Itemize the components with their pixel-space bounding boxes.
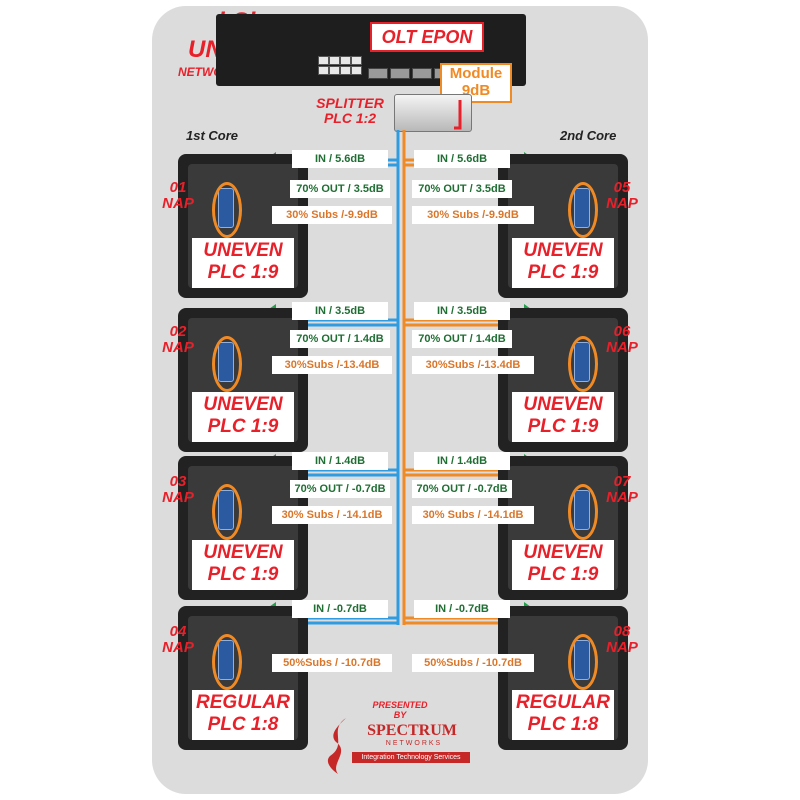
- in-loss-label: IN / 5.6dB: [292, 150, 388, 168]
- subs-highlight-oval: [212, 634, 242, 690]
- by-text: BY: [350, 710, 450, 720]
- subs-loss-label: 50%Subs / -10.7dB: [272, 654, 392, 672]
- nap-label: NAP: [602, 490, 642, 506]
- plc-ratio: PLC 1:9: [192, 564, 294, 586]
- nap-name-08: 08NAP: [602, 624, 642, 656]
- plc-ratio: PLC 1:9: [192, 262, 294, 284]
- subs-loss-label: 30% Subs /-9.9dB: [412, 206, 534, 224]
- out-loss-label: 70% OUT / 3.5dB: [412, 180, 512, 198]
- out-loss-label: 70% OUT / 1.4dB: [290, 330, 390, 348]
- in-loss-label: IN / -0.7dB: [414, 600, 510, 618]
- nap-number: 01: [158, 180, 198, 196]
- nap-plc-type: REGULARPLC 1:8: [512, 690, 614, 740]
- nap-number: 02: [158, 324, 198, 340]
- subs-loss-label: 30%Subs /-13.4dB: [272, 356, 392, 374]
- subs-highlight-oval: [568, 182, 598, 238]
- out-loss-label: 70% OUT / -0.7dB: [412, 480, 512, 498]
- company-name: SPECTRUM: [342, 722, 482, 740]
- plc-kind: UNEVEN: [512, 240, 614, 262]
- in-loss-label: IN / 1.4dB: [414, 452, 510, 470]
- nap-plc-type: UNEVENPLC 1:9: [512, 392, 614, 442]
- company-tagline: Integration Technology Services: [352, 752, 470, 763]
- in-loss-label: IN / -0.7dB: [292, 600, 388, 618]
- in-loss-label: IN / 5.6dB: [414, 150, 510, 168]
- plc-kind: UNEVEN: [512, 542, 614, 564]
- module-link-line: [454, 100, 460, 128]
- plc-ratio: PLC 1:8: [512, 714, 614, 736]
- subs-loss-label: 30% Subs / -14.1dB: [272, 506, 392, 524]
- subs-loss-label: 50%Subs / -10.7dB: [412, 654, 534, 672]
- subs-loss-label: 30% Subs / -14.1dB: [412, 506, 534, 524]
- nap-number: 05: [602, 180, 642, 196]
- plc-kind: UNEVEN: [512, 394, 614, 416]
- nap-label: NAP: [158, 196, 198, 212]
- nap-label: NAP: [602, 640, 642, 656]
- plc-ratio: PLC 1:9: [512, 564, 614, 586]
- subs-highlight-oval: [212, 484, 242, 540]
- subs-loss-label: 30%Subs /-13.4dB: [412, 356, 534, 374]
- presented-text: PRESENTED: [350, 700, 450, 710]
- presented-by: PRESENTED BY: [350, 700, 450, 720]
- plc-ratio: PLC 1:9: [192, 416, 294, 438]
- plc-kind: UNEVEN: [192, 394, 294, 416]
- nap-label: NAP: [158, 340, 198, 356]
- subs-highlight-oval: [568, 336, 598, 392]
- nap-number: 04: [158, 624, 198, 640]
- nap-number: 07: [602, 474, 642, 490]
- in-loss-label: IN / 1.4dB: [292, 452, 388, 470]
- plc-ratio: PLC 1:9: [512, 416, 614, 438]
- nap-label: NAP: [602, 196, 642, 212]
- subs-highlight-oval: [568, 484, 598, 540]
- company-sub: NETWORKS: [372, 740, 456, 747]
- plc-kind: UNEVEN: [192, 542, 294, 564]
- nap-plc-type: UNEVENPLC 1:9: [512, 238, 614, 288]
- plc-kind: REGULAR: [192, 692, 294, 714]
- nap-label: NAP: [158, 490, 198, 506]
- out-loss-label: 70% OUT / 3.5dB: [290, 180, 390, 198]
- subs-highlight-oval: [568, 634, 598, 690]
- plc-ratio: PLC 1:8: [192, 714, 294, 736]
- in-loss-label: IN / 3.5dB: [414, 302, 510, 320]
- nap-label: NAP: [602, 340, 642, 356]
- nap-label: NAP: [158, 640, 198, 656]
- in-loss-label: IN / 3.5dB: [292, 302, 388, 320]
- nap-number: 03: [158, 474, 198, 490]
- subs-loss-label: 30% Subs /-9.9dB: [272, 206, 392, 224]
- subs-highlight-oval: [212, 336, 242, 392]
- out-loss-label: 70% OUT / -0.7dB: [290, 480, 390, 498]
- nap-number: 08: [602, 624, 642, 640]
- nap-number: 06: [602, 324, 642, 340]
- subs-highlight-oval: [212, 182, 242, 238]
- plc-kind: UNEVEN: [192, 240, 294, 262]
- plc-kind: REGULAR: [512, 692, 614, 714]
- out-loss-label: 70% OUT / 1.4dB: [412, 330, 512, 348]
- plc-ratio: PLC 1:9: [512, 262, 614, 284]
